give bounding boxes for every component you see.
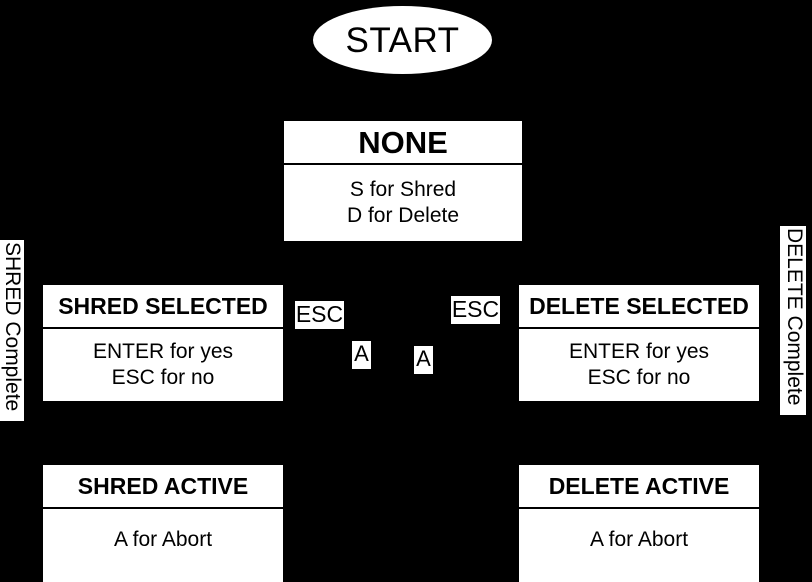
edge-label-esc-left: ESC bbox=[295, 301, 344, 329]
edge-label-esc-right: ESC bbox=[451, 296, 500, 324]
node-shred-selected-line-2: ESC for no bbox=[111, 366, 215, 389]
node-delete-selected-line-2: ESC for no bbox=[587, 366, 691, 389]
node-start[interactable]: START bbox=[313, 6, 492, 74]
node-delete-active-body: A for Abort bbox=[519, 509, 759, 582]
node-delete-selected-title-row: DELETE SELECTED bbox=[519, 285, 759, 329]
node-none-line-2: D for Delete bbox=[346, 204, 460, 227]
node-shred-active-line-1: A for Abort bbox=[113, 528, 213, 551]
node-none-line-1: S for Shred bbox=[349, 178, 457, 202]
edge-label-abort-left: A bbox=[352, 341, 371, 369]
node-delete-active-title: DELETE ACTIVE bbox=[548, 472, 730, 499]
node-shred-active-title: SHRED ACTIVE bbox=[77, 472, 249, 499]
node-delete-active[interactable]: DELETE ACTIVE A for Abort bbox=[519, 465, 759, 582]
node-shred-selected-line-1: ENTER for yes bbox=[92, 340, 234, 364]
node-start-label: START bbox=[345, 20, 460, 60]
node-delete-active-line-1: A for Abort bbox=[589, 528, 689, 551]
node-delete-selected[interactable]: DELETE SELECTED ENTER for yes ESC for no bbox=[519, 285, 759, 401]
node-shred-active-body: A for Abort bbox=[43, 509, 283, 582]
node-delete-selected-title: DELETE SELECTED bbox=[529, 292, 749, 319]
node-delete-selected-line-1: ENTER for yes bbox=[568, 340, 710, 364]
node-shred-active[interactable]: SHRED ACTIVE A for Abort bbox=[43, 465, 283, 582]
node-shred-selected-body: ENTER for yes ESC for no bbox=[43, 329, 283, 401]
node-none[interactable]: NONE S for Shred D for Delete bbox=[284, 121, 522, 241]
node-shred-selected[interactable]: SHRED SELECTED ENTER for yes ESC for no bbox=[43, 285, 283, 401]
node-none-body: S for Shred D for Delete bbox=[284, 165, 522, 241]
edge-label-abort-right: A bbox=[414, 346, 433, 374]
node-delete-selected-body: ENTER for yes ESC for no bbox=[519, 329, 759, 401]
node-shred-active-title-row: SHRED ACTIVE bbox=[43, 465, 283, 509]
node-none-title: NONE bbox=[358, 124, 448, 160]
edge-label-delete-complete: DELETE Complete bbox=[780, 226, 806, 415]
node-shred-selected-title-row: SHRED SELECTED bbox=[43, 285, 283, 329]
node-none-title-row: NONE bbox=[284, 121, 522, 165]
node-shred-selected-title: SHRED SELECTED bbox=[58, 292, 268, 319]
node-delete-active-title-row: DELETE ACTIVE bbox=[519, 465, 759, 509]
edge-label-shred-complete: SHRED Complete bbox=[0, 240, 24, 421]
